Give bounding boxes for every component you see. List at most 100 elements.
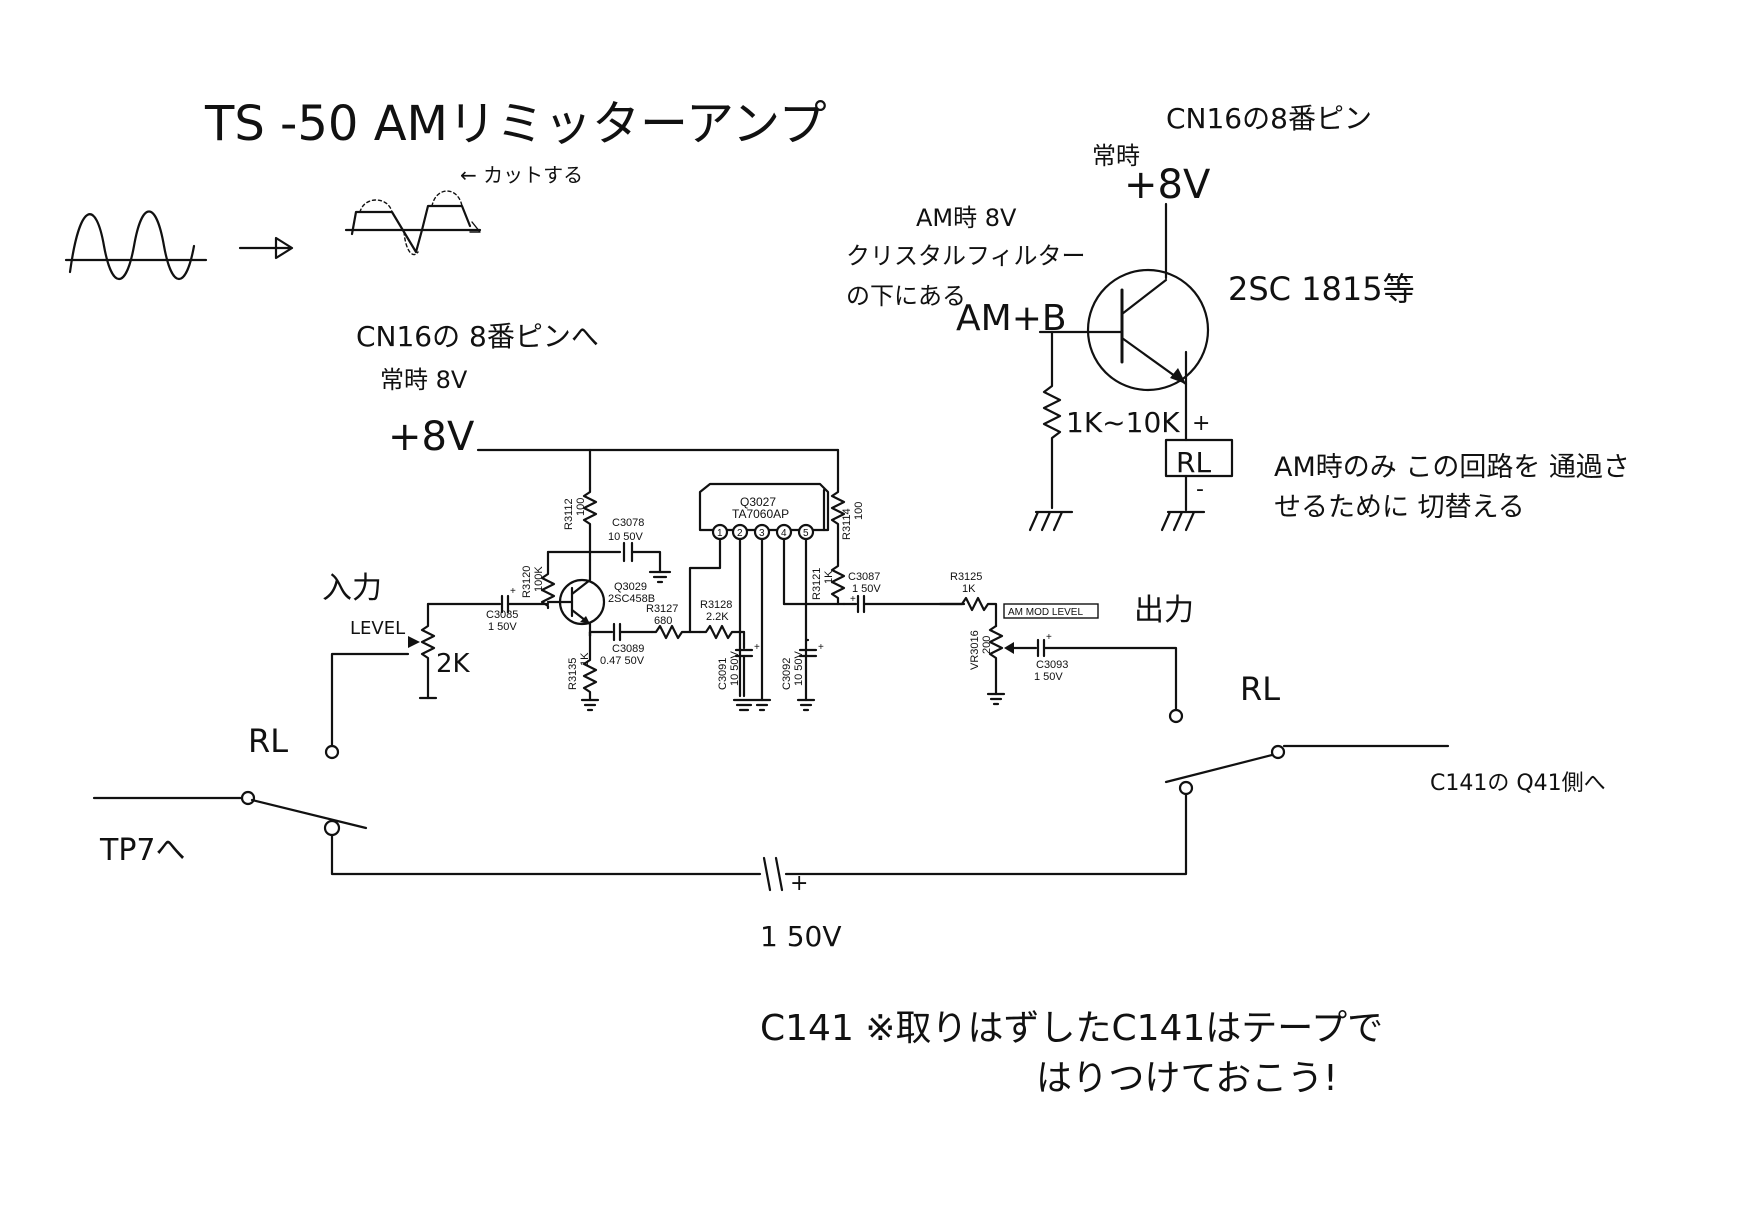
tp7-label: TP7へ [99, 833, 186, 868]
capacitor-c3092: + C3092 10 50V [781, 638, 824, 690]
ic-q3027: Q3027 TA7060AP 1 2 3 4 5 [688, 482, 846, 702]
base-note-line3: の下にある [846, 282, 966, 310]
footer-line2: はりつけておこう! [1036, 1058, 1338, 1099]
capacitor-c3091: + C3091 10 50V [717, 642, 760, 698]
r3120-ref: R3120 [521, 566, 533, 598]
r3112-ref: R3112 [563, 498, 575, 530]
supply-note-line2: 常時 8V [380, 366, 468, 394]
resistor-r3127: R3127 680 [646, 603, 702, 640]
pot-value: 2K [436, 649, 471, 679]
mod-level-label: AM MOD LEVEL [1008, 607, 1083, 618]
r3114-ref: R3114 [841, 508, 853, 540]
base-note-line1: AM時 8V [916, 204, 1017, 232]
waveform-sketch: ← カットする [64, 163, 583, 280]
c3087-ref: C3087 [848, 571, 880, 583]
svg-text:+: + [510, 586, 516, 597]
right-relay-switch [1164, 744, 1450, 796]
level-potentiometer: 2K [330, 602, 471, 750]
supply-label-right: +8V [1124, 162, 1211, 208]
clip-note: ← カットする [460, 163, 583, 187]
resistor-r3135: R3135 1K [567, 630, 600, 712]
supply-rail [476, 448, 840, 490]
clipped-wave [350, 204, 472, 254]
ic-pins: 1 2 3 4 5 [711, 523, 815, 541]
relay-minus: - [1196, 477, 1204, 502]
svg-text:3: 3 [759, 528, 765, 539]
q3029-ref: Q3029 [614, 581, 647, 593]
c3087-value: 1 50V [852, 583, 881, 595]
svg-text:1: 1 [717, 528, 723, 539]
r3127-ref: R3127 [646, 603, 678, 615]
bypass-cap-plus: + [790, 871, 808, 896]
c3092-value: 10 50V [793, 650, 805, 686]
capacitor-c3085: + C3085 1 50V [426, 586, 550, 633]
q3027-ref: Q3027 [740, 495, 776, 509]
potentiometer-vr3016: VR3016 200 [969, 624, 1038, 706]
rl-left-terminal [324, 744, 340, 760]
input-sine-wave [68, 210, 196, 280]
r3112-value: 100 [575, 498, 587, 516]
c3078-ref: C3078 [612, 517, 644, 529]
arrow-icon [238, 236, 294, 260]
r3125-value: 1K [962, 583, 976, 595]
base-note-line2: クリスタルフィルター [846, 242, 1086, 270]
r3120-value: 100K [533, 566, 545, 592]
base-label: AM+B [956, 298, 1067, 339]
r3135-value: 1K [579, 652, 591, 666]
c3078-value: 10 50V [608, 531, 644, 543]
r3121-value: 1K [823, 570, 835, 584]
r3128-ref: R3128 [700, 599, 732, 611]
ground-symbols-ic [732, 698, 816, 712]
c3093-value: 1 50V [1034, 671, 1063, 683]
c141-side-label: C141の Q41側へ [1430, 771, 1606, 796]
input-label: 入力 [322, 571, 382, 606]
output-label: 出力 [1134, 593, 1194, 628]
svg-text:+: + [754, 642, 760, 653]
r3125-ref: R3125 [950, 571, 982, 583]
transistor-label: 2SC 1815等 [1228, 270, 1415, 308]
capacitor-c3078: C3078 10 50V [588, 517, 672, 584]
c3092-ref: C3092 [781, 658, 793, 690]
supply-label-8v: +8V [388, 414, 475, 460]
r3127-value: 680 [654, 615, 672, 627]
vr3016-value: 200 [981, 636, 993, 654]
svg-text:+: + [1046, 632, 1052, 643]
c3091-ref: C3091 [717, 658, 729, 690]
c3085-ref: C3085 [486, 609, 518, 621]
rl-left-label: RL [248, 722, 288, 760]
svg-text:4: 4 [781, 528, 787, 539]
c3093-ref: C3093 [1036, 659, 1068, 671]
bypass-cap-value: 1 50V [760, 920, 842, 953]
base-resistor: 1K~10K [1028, 330, 1180, 532]
explain-line2: せるために 切替える [1274, 492, 1525, 523]
c3091-value: 10 50V [729, 650, 741, 686]
transistor-2sc1815 [1038, 202, 1210, 392]
r3135-ref: R3135 [567, 658, 579, 690]
supply-note-line1: CN16の 8番ピンへ [356, 320, 599, 353]
r3128-value: 2.2K [706, 611, 729, 623]
resistor-r3128: R3128 2.2K [698, 599, 746, 640]
resistor-r3125: R3125 1K [938, 571, 998, 628]
footer-line1: C141 ※取りはずしたC141はテープで [760, 1008, 1383, 1049]
c3085-value: 1 50V [488, 621, 517, 633]
svg-text:+: + [850, 594, 856, 605]
c3089-value: 0.47 50V [600, 655, 645, 667]
relay-coil: RL + - [1160, 382, 1234, 532]
q3029-value: 2SC458B [608, 593, 655, 605]
explain-line1: AM時のみ この回路を 通過さ [1274, 452, 1630, 483]
capacitor-c3087: + C3087 1 50V [842, 571, 966, 614]
page-title: TS -50 AMリミッターアンプ [204, 96, 827, 152]
resistor-label: 1K~10K [1066, 406, 1180, 439]
transistor-q3029: Q3029 2SC458B [546, 558, 655, 638]
r3121-ref: R3121 [811, 568, 823, 600]
svg-text:+: + [818, 642, 824, 653]
supply-note-a: 常時 [1092, 142, 1140, 170]
r3114-value: 100 [853, 502, 865, 520]
rl-right-label: RL [1240, 670, 1280, 708]
capacitor-c3093: + C3093 1 50V [1034, 632, 1178, 714]
level-label: LEVEL [350, 618, 405, 639]
relay-plus: + [1192, 411, 1210, 436]
left-relay-switch [92, 790, 762, 876]
